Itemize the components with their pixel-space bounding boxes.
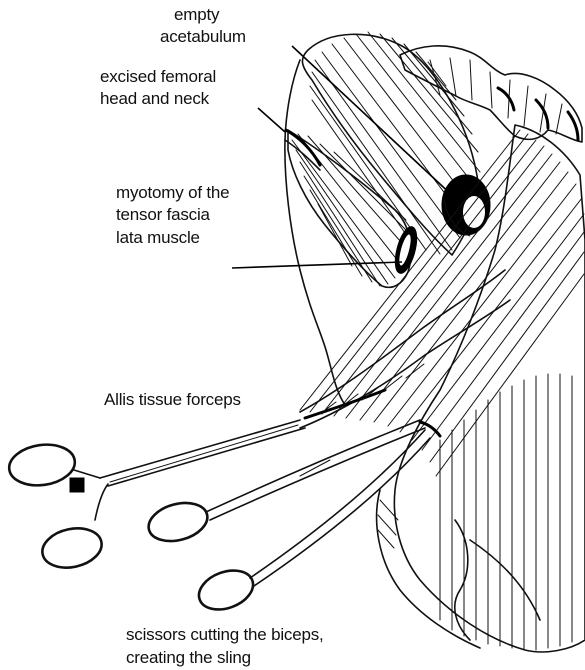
leader-excised-head (258, 108, 285, 132)
forceps-ring-lower[interactable] (39, 523, 106, 573)
label-scissors: scissors cutting the biceps, creating th… (126, 625, 328, 667)
labels: empty acetabulum excised femoral head an… (100, 5, 328, 667)
scissors-ring-upper[interactable] (144, 497, 211, 547)
label-excised-femoral-head-neck: excised femoral head and neck (100, 67, 221, 108)
scissors-ring-lower[interactable] (194, 564, 259, 617)
label-empty-acetabulum: empty acetabulum (160, 5, 246, 46)
allis-tissue-forceps[interactable] (7, 420, 305, 573)
forceps-ring-upper[interactable] (7, 441, 78, 490)
pelvis-bone (400, 46, 582, 142)
label-allis-forceps: Allis tissue forceps (104, 390, 241, 409)
label-myotomy: myotomy of the tensor fascia lata muscle (116, 183, 234, 247)
acetabulum (442, 175, 490, 236)
